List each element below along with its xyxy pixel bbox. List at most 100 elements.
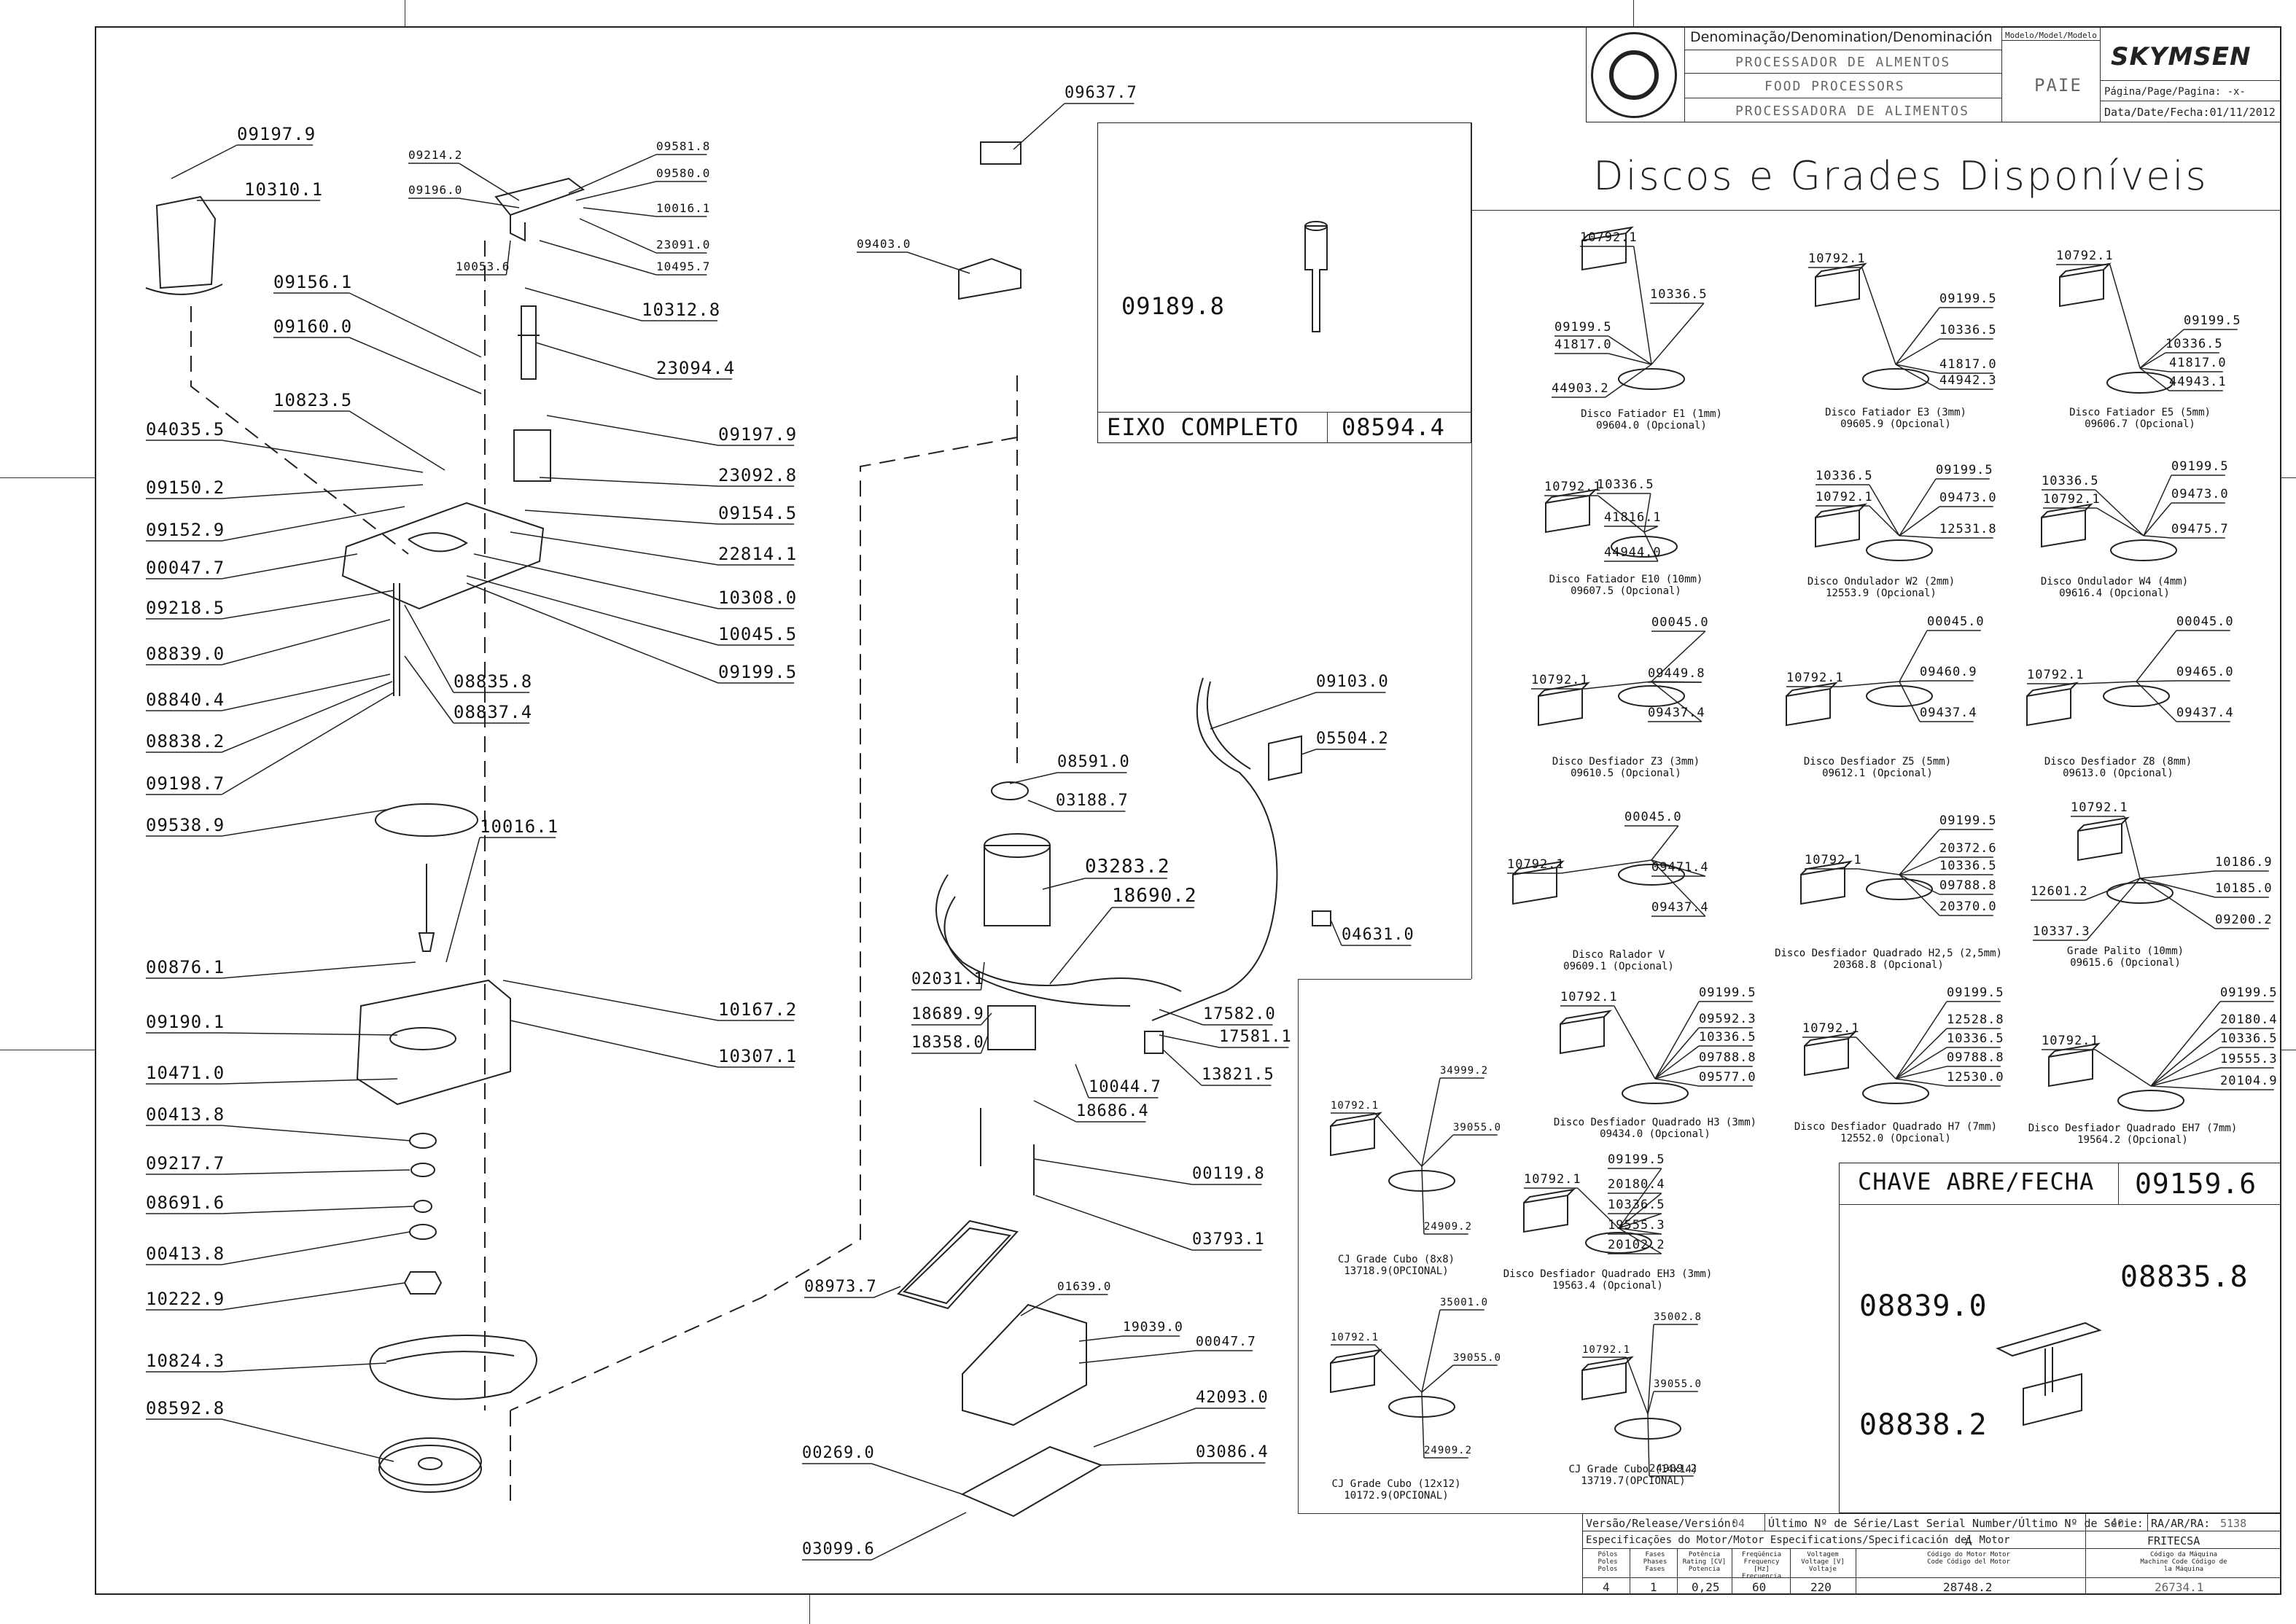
disc-caption: Disco Fatiador E10 (10mm)09607.5 (Opcion…: [1549, 574, 1703, 597]
part-number-label: 18358.0: [911, 1034, 984, 1052]
part-number-label: 03086.4: [1196, 1443, 1269, 1461]
part-number-label: 09156.1: [273, 272, 353, 292]
disc-code: 09609.1 (Opcional): [1563, 961, 1674, 972]
version-label: Versão/Release/Versión:: [1586, 1517, 1737, 1530]
denomination-en: FOOD PROCESSORS: [1764, 79, 1905, 94]
part-number-label: 09788.8: [1947, 1050, 2004, 1065]
part-number-label: 09199.5: [1939, 813, 1997, 828]
part-number-label: 09199.5: [1939, 292, 1997, 306]
model-header: Modelo/Model/Modelo: [2005, 31, 2097, 40]
part-number-label: 09199.5: [2171, 459, 2229, 474]
version-value: 04: [1732, 1517, 1746, 1530]
discs-area-border: [1298, 979, 1299, 1513]
part-number-label: 08973.7: [804, 1278, 877, 1296]
discs-area-border: [1298, 1513, 1582, 1514]
discs-area-border: [1298, 979, 1471, 980]
disc-code: 19564.2 (Opcional): [2077, 1134, 2188, 1146]
part-number-label: 08839.0: [146, 644, 225, 664]
part-number-label: 03099.6: [802, 1540, 875, 1558]
disc-name: Disco Fatiador E5 (5mm): [2069, 407, 2211, 418]
part-number-label: 10053.6: [456, 259, 510, 273]
serial-value: 40: [2111, 1517, 2125, 1530]
seal-inner-ring: [1609, 50, 1659, 100]
disc-caption: Grade Palito (10mm)09615.6 (Opcional): [2067, 945, 2184, 969]
spec-value: 28748.2: [1943, 1580, 1993, 1594]
disc-code: 12552.0 (Opcional): [1840, 1133, 1951, 1144]
part-number-label: 19555.3: [1608, 1218, 1665, 1233]
part-number-label: 04035.5: [146, 419, 225, 440]
part-number-label: 41817.0: [1939, 357, 1997, 372]
part-number-label: 09152.9: [146, 520, 225, 540]
part-number-label: 09218.5: [146, 598, 225, 618]
spec-value: 60: [1752, 1580, 1767, 1594]
disc-code: 09434.0 (Opcional): [1600, 1128, 1711, 1140]
spec-label: Especificações do Motor/Motor Especifica…: [1586, 1534, 2010, 1546]
part-number-label: 10336.5: [1939, 859, 1997, 873]
part-number-label: 12528.8: [1947, 1012, 2004, 1027]
part-number-label: 09199.5: [1554, 320, 1612, 335]
part-number-label: 10336.5: [1939, 323, 1997, 337]
disc-name: Disco Ondulador W2 (2mm): [1807, 576, 1956, 587]
part-number-label: 20372.6: [1939, 841, 1997, 856]
disc-code: 10172.9(OPCIONAL): [1344, 1490, 1449, 1502]
discs-area-border: [1471, 122, 1472, 210]
part-number-label: 09214.2: [408, 148, 463, 162]
part-number-label: 13821.5: [1202, 1066, 1275, 1084]
part-number-label: 10792.1: [1331, 1100, 1379, 1112]
part-number-label: 10336.5: [2220, 1031, 2278, 1046]
disc-caption: Disco Desfiador Quadrado EH3 (3mm)19563.…: [1503, 1268, 1713, 1292]
part-number-label: 19555.3: [2220, 1052, 2278, 1066]
part-number-label: 00047.7: [1196, 1334, 1256, 1349]
part-number-label: 09103.0: [1316, 673, 1389, 691]
part-number-label: 09538.9: [146, 815, 225, 835]
part-number-label: 41816.1: [1604, 510, 1662, 525]
part-number-label: 09592.3: [1699, 1012, 1756, 1026]
part-number-label: 10045.5: [718, 624, 798, 644]
part-number-label: 09475.7: [2171, 522, 2229, 536]
part-number-label: 02031.1: [911, 970, 984, 988]
disc-code: 09613.0 (Opcional): [2063, 768, 2174, 779]
disc-caption: CJ Grade Cubo (8x8)13718.9(OPCIONAL): [1338, 1254, 1455, 1277]
switch-part-label: 08839.0: [1859, 1289, 1988, 1323]
switch-title: CHAVE ABRE/FECHA: [1858, 1168, 2095, 1195]
part-number-label: 17582.0: [1203, 1005, 1276, 1023]
part-number-label: 10792.1: [1802, 1021, 1860, 1036]
part-number-label: 12530.0: [1947, 1070, 2004, 1085]
disc-name: Disco Desfiador Z3 (3mm): [1552, 756, 1700, 768]
part-number-label: 10337.3: [2033, 924, 2090, 939]
part-number-label: 00876.1: [146, 957, 225, 977]
part-number-label: 09217.7: [146, 1153, 225, 1174]
part-number-label: 00045.0: [2176, 614, 2234, 629]
part-number-label: 08840.4: [146, 690, 225, 710]
part-number-label: 10471.0: [146, 1063, 225, 1083]
part-number-label: 08835.8: [454, 671, 533, 692]
disc-code: 09612.1 (Opcional): [1822, 768, 1933, 779]
axis-box: [1097, 122, 1471, 443]
part-number-label: 09473.0: [2171, 487, 2229, 501]
spec-header: Potência Rating [CV] Potencia: [1682, 1551, 1727, 1573]
part-number-label: 10792.1: [1808, 251, 1866, 266]
part-number-label: 20104.9: [2220, 1074, 2278, 1088]
part-number-label: 10792.1: [2027, 668, 2085, 682]
disc-caption: CJ Grade Cubo (14x14)13719.7(OPCIONAL): [1568, 1464, 1697, 1487]
part-number-label: 44944.0: [1604, 545, 1662, 560]
spec-header: Fases Phases Fases: [1643, 1551, 1667, 1573]
part-number-label: 09581.8: [656, 139, 711, 153]
part-number-label: 35002.8: [1654, 1311, 1702, 1323]
axis-code: 08594.4: [1342, 413, 1445, 441]
part-number-label: 08591.0: [1057, 753, 1130, 771]
part-number-label: 09198.7: [146, 773, 225, 794]
part-number-label: 09196.0: [408, 183, 463, 197]
part-number-label: 09197.9: [718, 424, 798, 445]
part-number-label: 10792.1: [1816, 490, 1873, 504]
part-number-label: 10792.1: [1582, 1344, 1631, 1356]
model-code: PAIE: [2034, 75, 2082, 95]
part-number-label: 10186.9: [2215, 855, 2273, 870]
disc-code: 09610.5 (Opcional): [1571, 768, 1681, 779]
part-number-label: 09580.0: [656, 166, 711, 180]
disc-caption: CJ Grade Cubo (12x12)10172.9(OPCIONAL): [1331, 1478, 1460, 1502]
part-number-label: 24909.2: [1424, 1445, 1473, 1456]
part-number-label: 10792.1: [1331, 1332, 1379, 1343]
part-number-label: 41817.0: [2169, 356, 2227, 370]
spec-header: Código da Máquina Machine Code Código de…: [2140, 1551, 2227, 1573]
